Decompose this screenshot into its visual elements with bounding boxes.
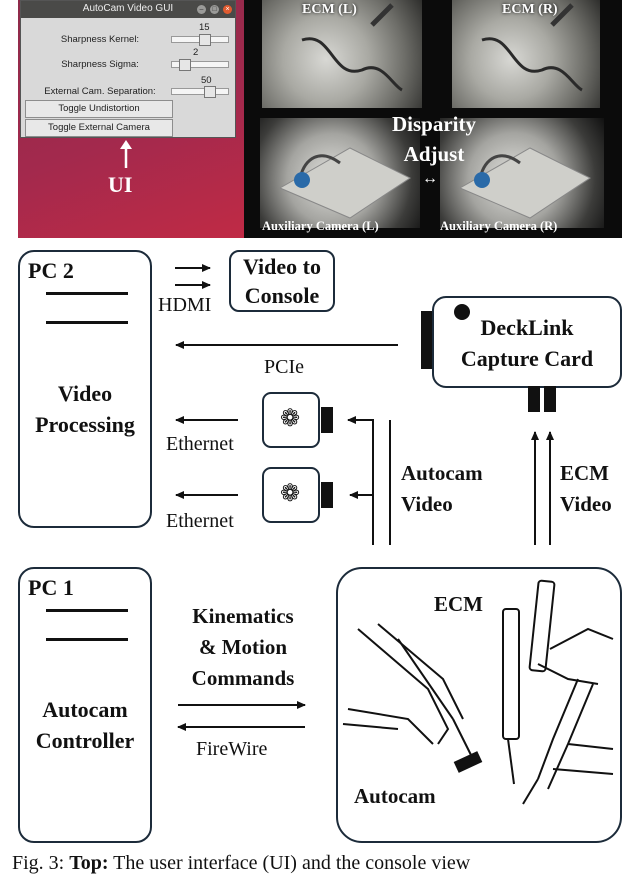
minimize-icon[interactable]: – xyxy=(197,5,206,14)
ecm-right-instrument xyxy=(481,3,583,92)
decklink-line1: DeckLink xyxy=(480,315,574,340)
raspberry-pi-1-port xyxy=(321,407,333,433)
slider-thumb-sharpness-sigma[interactable] xyxy=(179,59,191,71)
slider-value-external-cam-separation: 50 xyxy=(201,75,212,86)
robot-drawing xyxy=(342,579,614,805)
toggle-external-camera-button[interactable]: Toggle External Camera xyxy=(25,119,173,137)
raspberry-pi-2-port xyxy=(321,482,333,508)
raspberry-icon: ❁ xyxy=(280,406,301,432)
caption-bold: Top: xyxy=(69,852,109,874)
gui-titlebar: AutoCam Video GUI – □ × xyxy=(21,1,235,18)
pc1-text-line2: Controller xyxy=(35,728,135,753)
pc2-text-line1: Video xyxy=(57,381,113,406)
pc1-divider-1 xyxy=(46,609,128,612)
pc1-box: PC 1 Autocam Controller xyxy=(18,567,152,843)
ethernet-label-2: Ethernet xyxy=(166,510,234,532)
decklink-left-tab xyxy=(421,311,435,369)
aux-right-scene xyxy=(458,147,591,219)
raspberry-icon: ❁ xyxy=(280,481,301,507)
pc1-title: PC 1 xyxy=(28,575,74,600)
ecm-video-line2: Video xyxy=(560,492,612,516)
raspberry-pi-2: ❁ xyxy=(262,467,320,523)
ecm-video-line1: ECM xyxy=(560,461,609,485)
slider-thumb-sharpness-kernel[interactable] xyxy=(199,34,211,46)
aux-right-label: Auxiliary Camera (R) xyxy=(440,219,558,233)
autocam-video-line1: Autocam xyxy=(401,461,483,485)
ethernet-label-1: Ethernet xyxy=(166,433,234,455)
aux-left-image xyxy=(260,118,420,228)
slider-label-sharpness-kernel: Sharpness Kernel: xyxy=(60,34,140,45)
pc2-box: PC 2 Video Processing xyxy=(18,250,152,528)
autocam-video-arrow-1 xyxy=(347,416,374,545)
autocam-gui-window: AutoCam Video GUI – □ × 15 Sharpness Ker… xyxy=(20,0,236,138)
aux-left-label: Auxiliary Camera (L) xyxy=(262,219,379,233)
ecm-right-image xyxy=(452,0,600,108)
slider-thumb-external-cam-separation[interactable] xyxy=(204,86,216,98)
pc1-text-line1: Autocam xyxy=(42,697,128,722)
close-icon[interactable]: × xyxy=(223,5,232,14)
autocam-video-arrow-2 xyxy=(349,491,374,545)
ecm-left-instrument xyxy=(301,3,403,92)
firewire-label: FireWire xyxy=(196,738,268,760)
maximize-icon[interactable]: □ xyxy=(210,5,219,14)
decklink-line2: Capture Card xyxy=(460,346,594,371)
desktop-background: AutoCam Video GUI – □ × 15 Sharpness Ker… xyxy=(18,0,244,238)
video-console-box: Video to Console xyxy=(229,250,335,312)
ecm-left-image xyxy=(262,0,422,108)
robot-autocam-label: Autocam xyxy=(354,784,436,808)
pc1-divider-2 xyxy=(46,638,128,641)
decklink-port-1 xyxy=(528,386,540,412)
decklink-box: DeckLink Capture Card xyxy=(432,296,622,388)
video-console-line2: Console xyxy=(244,283,320,308)
decklink-port-2 xyxy=(544,386,556,412)
video-console-line1: Video to xyxy=(242,254,321,279)
slider-label-external-cam-separation: External Cam. Separation: xyxy=(44,86,156,97)
gui-window-title: AutoCam Video GUI xyxy=(82,3,174,14)
pc2-divider-1 xyxy=(46,292,128,295)
decklink-dot-icon xyxy=(454,304,470,320)
pc2-text-line2: Processing xyxy=(35,412,135,437)
console-view: ECM (L) ECM (R) Disparity Adjust ↔ xyxy=(244,0,622,238)
caption-rest: The user interface (UI) and the console … xyxy=(108,852,471,874)
ecm-right-label: ECM (R) xyxy=(502,2,558,17)
aux-left-scene xyxy=(278,147,411,219)
autocam-video-line2: Video xyxy=(401,492,453,516)
figure-caption: Fig. 3: Top: The user interface (UI) and… xyxy=(12,852,640,875)
disparity-label-line1: Disparity xyxy=(392,112,476,136)
ui-label: UI xyxy=(108,172,133,197)
kinematics-line2: & Motion xyxy=(198,635,288,659)
disparity-label-line2: Adjust xyxy=(403,142,465,166)
slider-track-external-cam-separation[interactable] xyxy=(171,88,229,95)
hdmi-label: HDMI xyxy=(158,294,212,316)
caption-prefix: Fig. 3: xyxy=(12,852,70,874)
ui-up-arrow xyxy=(120,140,132,168)
toggle-undistortion-button[interactable]: Toggle Undistortion xyxy=(25,100,173,118)
robot-box: ECM Autocam xyxy=(336,567,622,843)
pc2-title: PC 2 xyxy=(28,258,74,283)
pcie-label: PCIe xyxy=(264,356,304,378)
robot-ecm-label: ECM xyxy=(434,592,483,616)
kinematics-line3: Commands xyxy=(191,666,295,690)
aux-right-image xyxy=(440,118,604,228)
ecm-left-label: ECM (L) xyxy=(302,2,357,17)
slider-label-sharpness-sigma: Sharpness Sigma: xyxy=(61,59,139,70)
kinematics-line1: Kinematics xyxy=(192,604,294,628)
slider-track-sharpness-sigma[interactable] xyxy=(171,61,229,68)
slider-value-sharpness-kernel: 15 xyxy=(199,22,210,33)
slider-value-sharpness-sigma: 2 xyxy=(193,47,199,58)
top-screenshot: AutoCam Video GUI – □ × 15 Sharpness Ker… xyxy=(18,0,622,238)
pc2-divider-2 xyxy=(46,321,128,324)
raspberry-pi-1: ❁ xyxy=(262,392,320,448)
disparity-double-arrow-icon: ↔ xyxy=(422,170,438,187)
